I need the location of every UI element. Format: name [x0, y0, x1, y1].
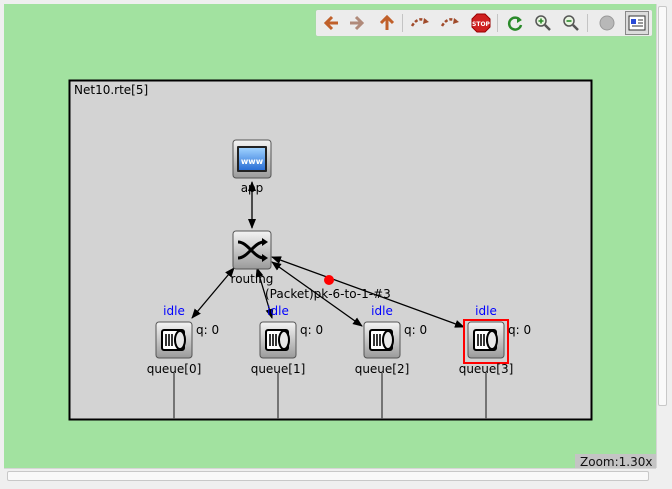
up-arrow-button[interactable] [375, 11, 399, 35]
forward-arrow-icon [348, 14, 366, 32]
up-arrow-icon [378, 14, 396, 32]
animation-speed-icon [598, 14, 616, 32]
layout-icon [628, 14, 646, 32]
zoom-out-icon [562, 14, 580, 32]
layout-button[interactable] [625, 11, 649, 35]
queue-label-2: queue[2] [355, 362, 410, 376]
refresh-button[interactable] [503, 11, 527, 35]
horizontal-scrollbar-thumb[interactable] [7, 471, 649, 481]
packet-dot[interactable] [324, 275, 334, 285]
shuffle-icon [237, 240, 265, 260]
back-arrow-button[interactable] [319, 11, 343, 35]
routing-label: routing [231, 272, 274, 286]
refresh-icon [506, 14, 524, 32]
forward-arrow-button[interactable] [345, 11, 369, 35]
queue-status-0: idle [163, 304, 185, 318]
www-icon [239, 148, 265, 170]
animation-speed-button[interactable] [595, 11, 619, 35]
compound-module-title: Net10.rte[5] [74, 83, 148, 97]
toolbar-separator [497, 14, 498, 32]
zoom-in-icon [534, 14, 552, 32]
queue-length-2: q: 0 [404, 323, 427, 337]
queue-status-2: idle [371, 304, 393, 318]
step-back-button[interactable] [409, 11, 433, 35]
queue-label-3: queue[3] [459, 362, 514, 376]
zoom-level-label: Zoom:1.30x [575, 454, 656, 468]
queue-icon [161, 329, 186, 351]
routing-queue0-link [191, 267, 235, 319]
queue-label-0: queue[0] [147, 362, 202, 376]
queue-length-1: q: 0 [300, 323, 323, 337]
vertical-scrollbar-thumb[interactable] [658, 6, 667, 406]
step-forward-button[interactable] [439, 11, 463, 35]
network-canvas[interactable]: Net10.rte[5] www app routing [4, 4, 656, 468]
toolbar: STOP [316, 10, 652, 36]
queue-module-0[interactable] [155, 321, 193, 359]
queue-status-3: idle [475, 304, 497, 318]
queue-label-1: queue[1] [251, 362, 306, 376]
queue-icon [473, 329, 498, 351]
app-label: app [241, 181, 264, 195]
queue-module-3[interactable] [463, 319, 509, 364]
horizontal-scrollbar[interactable] [4, 468, 656, 483]
svg-text:STOP: STOP [472, 21, 491, 28]
packet-label: (Packet)pk-6-to-1-#3 [265, 287, 391, 301]
toolbar-separator [587, 14, 588, 32]
queue-status-1: idle [267, 304, 289, 318]
queue-length-3: q: 0 [508, 323, 531, 337]
routing-queue3-link [271, 256, 465, 328]
queue-length-0: q: 0 [196, 323, 219, 337]
selection-highlight [463, 319, 509, 364]
back-arrow-icon [322, 14, 340, 32]
queue-icon [369, 329, 394, 351]
zoom-out-button[interactable] [559, 11, 583, 35]
queue-icon [265, 329, 290, 351]
stop-icon: STOP [471, 13, 491, 33]
vertical-scrollbar[interactable] [656, 4, 668, 468]
routing-module[interactable] [232, 230, 272, 270]
app-module[interactable]: www [232, 139, 272, 179]
queue-module-1[interactable] [259, 321, 297, 359]
stop-button[interactable]: STOP [469, 11, 493, 35]
step-forward-icon [440, 14, 462, 32]
zoom-in-button[interactable] [531, 11, 555, 35]
step-back-icon [410, 14, 432, 32]
toolbar-separator [402, 14, 403, 32]
svg-text:www: www [241, 157, 264, 166]
routing-queue1-link [255, 267, 274, 319]
queue-module-2[interactable] [363, 321, 401, 359]
